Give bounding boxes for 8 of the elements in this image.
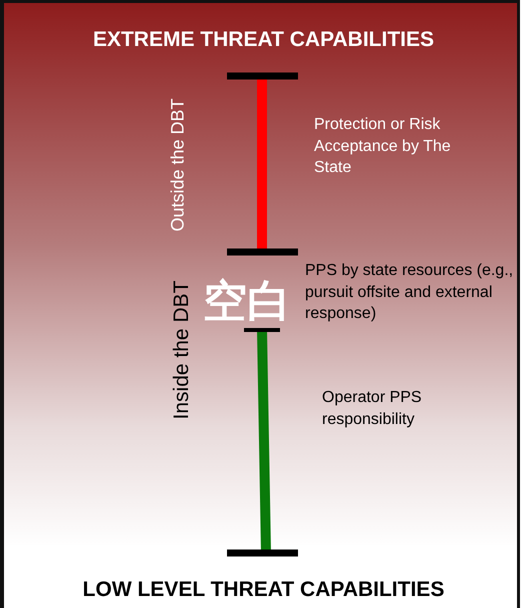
stamp-text: 空白 [203,276,291,328]
footer-heading: LOW LEVEL THREAT CAPABILITIES [82,578,446,602]
axis-label: Inside the DBT [170,280,194,420]
range-note: Operator PPS responsibility [322,388,423,430]
axis-label: Outside the DBT [168,98,188,232]
range-note: Protection or Risk Acceptance by The State [314,115,452,178]
heading: EXTREME THREAT CAPABILITIES [92,28,436,52]
range-note: PPS by state resources (e.g., pursuit offsite and external response) [305,261,514,324]
